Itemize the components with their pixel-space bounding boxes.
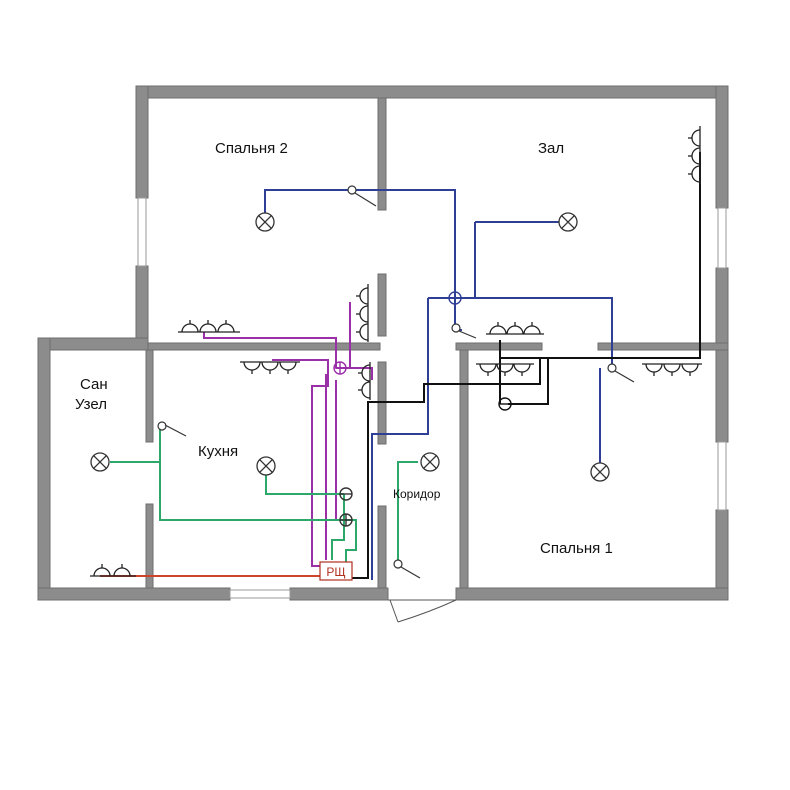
socket-icon	[688, 126, 701, 184]
lamps	[90, 212, 610, 482]
windows	[137, 197, 727, 599]
room-labels: Спальня 2 Зал Сан Узел Кухня Коридор Спа…	[75, 140, 613, 557]
lamp-icon	[255, 212, 275, 232]
room-label-bedroom2: Спальня 2	[215, 140, 288, 157]
switch-icon	[157, 421, 187, 437]
lamp-icon	[558, 212, 578, 232]
socket-icon	[358, 362, 371, 400]
wire-blue	[264, 189, 613, 580]
room-label-hall: Зал	[538, 140, 564, 157]
socket-icon	[356, 284, 369, 342]
switch-icon	[451, 323, 477, 339]
lamp-icon	[90, 452, 110, 472]
junction-box-icon	[448, 291, 462, 305]
socket-icon	[90, 564, 136, 577]
room-label-kitchen: Кухня	[198, 443, 238, 460]
room-label-bathroom-line2: Узел	[75, 396, 107, 413]
switch-icon	[347, 185, 377, 207]
junction-box-icon	[339, 513, 353, 527]
room-label-bathroom-line1: Сан	[80, 376, 108, 393]
entrance-door	[388, 599, 457, 623]
room-label-corridor: Коридор	[393, 487, 441, 501]
socket-icon	[486, 322, 544, 335]
lamp-icon	[256, 456, 276, 476]
panel-label: РЩ	[326, 565, 345, 579]
walls	[37, 85, 729, 601]
socket-icon	[178, 320, 240, 333]
socket-icon	[476, 363, 534, 376]
socket-icon	[642, 363, 702, 376]
wire-black	[352, 152, 701, 579]
sockets	[90, 126, 702, 577]
electrical-panel-icon: РЩ	[319, 561, 353, 581]
lamp-icon	[590, 462, 610, 482]
junction-box-icon	[498, 397, 512, 411]
switches	[157, 185, 635, 579]
room-label-bedroom1: Спальня 1	[540, 540, 613, 557]
lamp-icon	[420, 452, 440, 472]
junction-box-icon	[339, 487, 353, 501]
switch-icon	[607, 363, 635, 383]
wire-purple	[203, 302, 373, 567]
switch-icon	[393, 559, 421, 579]
socket-icon	[240, 361, 300, 374]
junction-box-icon	[333, 361, 347, 375]
junction-boxes	[333, 291, 512, 527]
